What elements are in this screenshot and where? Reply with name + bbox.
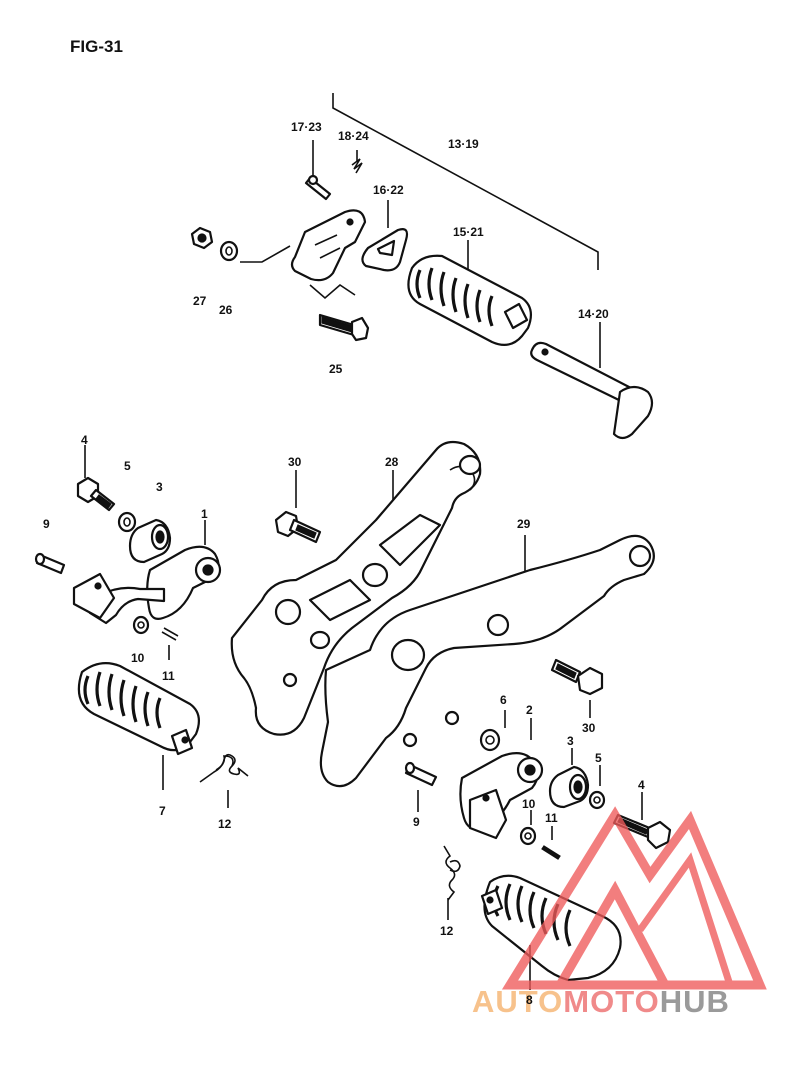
watermark-moto: MOTO — [563, 984, 659, 1019]
label-6: 6 — [500, 693, 507, 707]
bolt-25 — [318, 313, 370, 342]
washer-10-left — [132, 615, 150, 635]
label-14-20: 14·20 — [578, 307, 609, 321]
watermark-hub: HUB — [660, 984, 730, 1019]
nut-27 — [190, 226, 214, 250]
bolt-30-upper — [274, 470, 322, 544]
frame-bracket-28 — [230, 440, 482, 736]
bolt-30-lower — [550, 658, 604, 718]
label-7: 7 — [159, 804, 166, 818]
cotter-pin-11-left — [161, 627, 179, 660]
label-5-left: 5 — [124, 459, 131, 473]
label-12-left: 12 — [218, 817, 232, 831]
cotter-pin-11-right — [541, 826, 561, 860]
label-5-right: 5 — [595, 751, 602, 765]
washer-5-right — [588, 765, 606, 810]
footrest-pin-14-20 — [530, 322, 654, 440]
leader-bolt-25 — [309, 283, 356, 300]
label-17-23: 17·23 — [291, 120, 322, 134]
footrest-holder-13-19 — [290, 209, 367, 282]
label-10-left: 10 — [131, 651, 145, 665]
label-3-left: 3 — [156, 480, 163, 494]
footrest-rubber-15-21 — [407, 240, 533, 347]
label-15-21: 15·21 — [453, 225, 484, 239]
watermark-auto: AUTO — [472, 984, 563, 1019]
label-11-left: 11 — [162, 669, 175, 683]
label-11-right: 11 — [545, 811, 558, 825]
figure-title: FIG-31 — [70, 37, 123, 56]
label-29: 29 — [517, 517, 531, 531]
label-3-right: 3 — [567, 734, 574, 748]
footrest-bracket-2 — [459, 718, 544, 840]
footrest-bracket-1 — [72, 520, 222, 625]
label-30-upper: 30 — [288, 455, 302, 469]
label-26: 26 — [219, 303, 233, 317]
leader-washer-26 — [240, 245, 291, 263]
footrest-rubber-8 — [480, 874, 622, 990]
bolt-4-left — [76, 445, 116, 512]
label-12-right: 12 — [440, 924, 454, 938]
group-bracket-13-19 — [332, 93, 599, 270]
label-2: 2 — [526, 703, 533, 717]
label-30-lower: 30 — [582, 721, 596, 735]
washer-6 — [479, 710, 506, 752]
spring-12-left — [199, 753, 249, 808]
label-1: 1 — [201, 507, 208, 521]
label-9-right: 9 — [413, 815, 420, 829]
collar-3-left — [128, 518, 172, 564]
label-28: 28 — [385, 455, 399, 469]
washer-26 — [219, 240, 239, 262]
washer-10-right — [519, 810, 537, 846]
label-8: 8 — [526, 993, 533, 1007]
label-9-left: 9 — [43, 517, 50, 531]
spring-12-right — [443, 845, 461, 920]
spring-pin-18-24 — [351, 150, 363, 174]
label-13-19: 13·19 — [448, 137, 479, 151]
cushion-plate-16-22 — [361, 200, 409, 272]
watermark-logo — [501, 806, 767, 990]
label-4-left: 4 — [81, 433, 88, 447]
label-16-22: 16·22 — [373, 183, 404, 197]
bolt-4-right — [612, 792, 672, 850]
collar-3-right — [548, 748, 590, 809]
pin-9-right — [404, 761, 438, 812]
frame-bracket-29 — [319, 534, 655, 788]
washer-5-left — [117, 511, 137, 533]
label-27: 27 — [193, 294, 207, 308]
footrest-rubber-7 — [77, 661, 201, 790]
label-10-right: 10 — [522, 797, 536, 811]
pin-9-left — [34, 552, 66, 575]
label-18-24: 18·24 — [338, 129, 369, 143]
label-25: 25 — [329, 362, 343, 376]
footrest-clip-17-23 — [304, 140, 332, 201]
label-4-right: 4 — [638, 778, 645, 792]
watermark-text: AUTOMOTOHUB — [472, 984, 730, 1019]
